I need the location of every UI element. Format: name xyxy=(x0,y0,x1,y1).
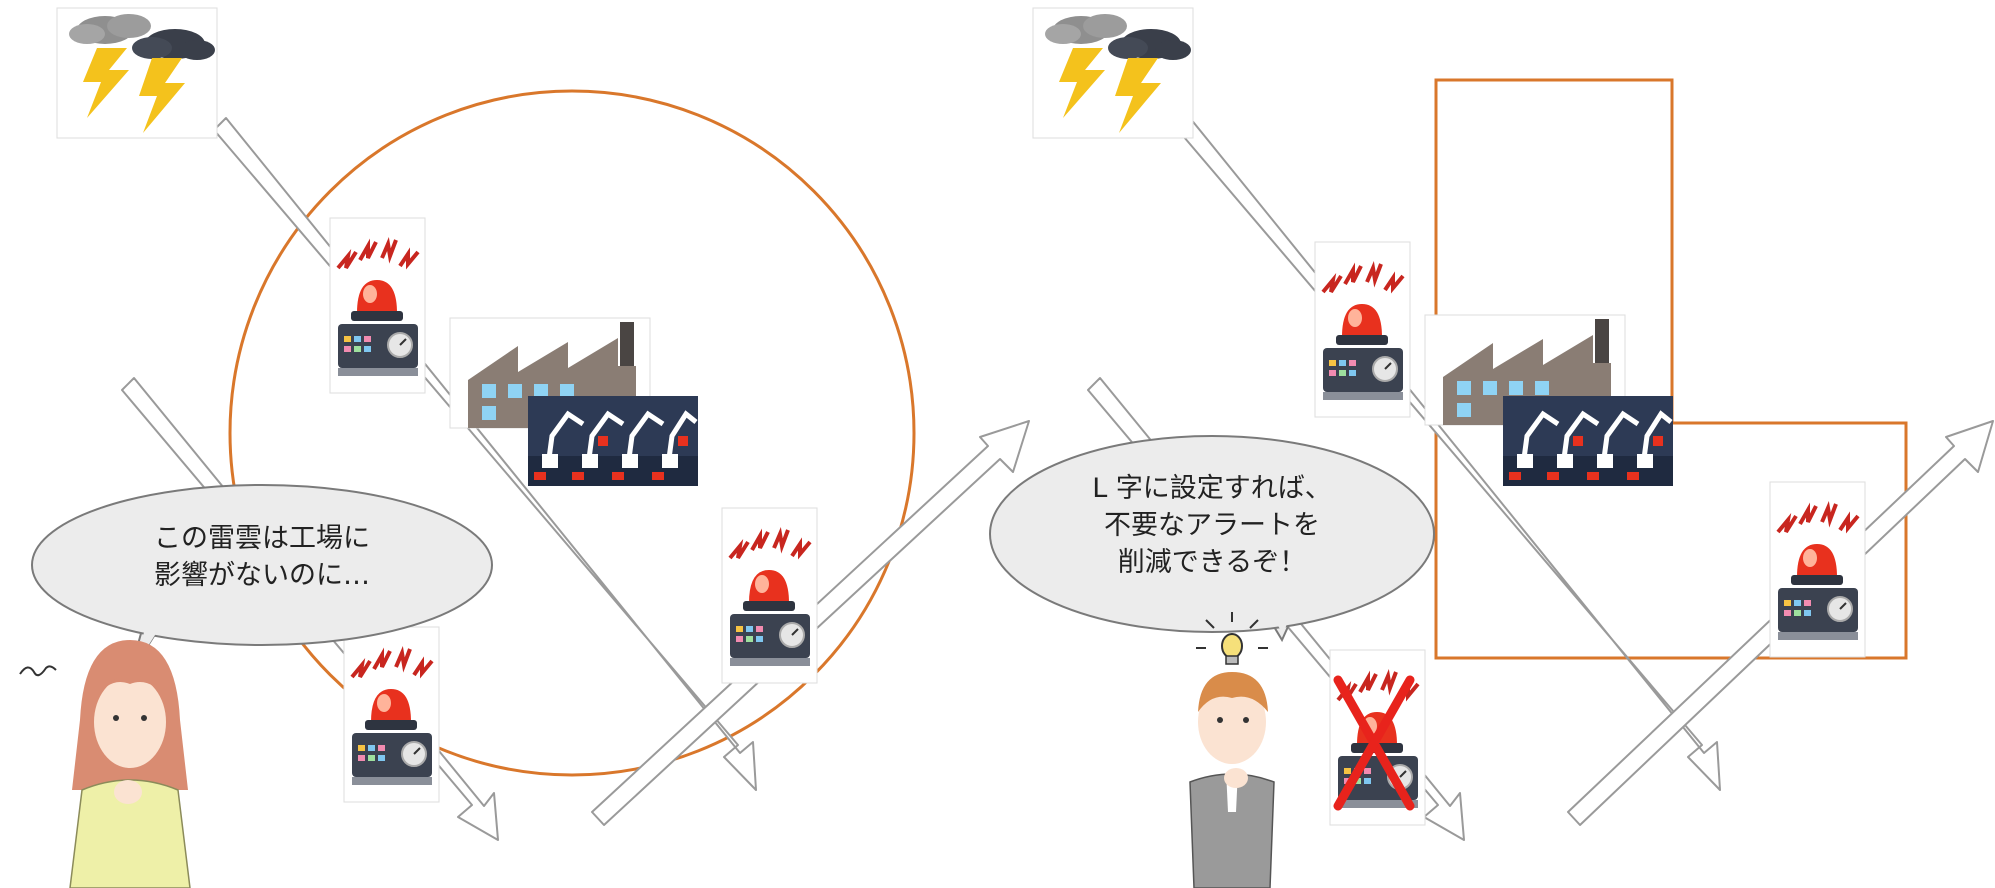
storm-path-arrow-4 xyxy=(1177,117,1721,791)
alarm-device-icon xyxy=(328,216,427,395)
thunderstorm-cloud-icon xyxy=(56,7,218,139)
speech-line: L 字に設定すれば、 xyxy=(1092,473,1332,504)
thinking-man-figure xyxy=(1189,672,1275,888)
circular-alert-area xyxy=(228,89,916,777)
robot-arm-line-icon xyxy=(528,396,698,486)
thunderstorm-cloud-icon xyxy=(1032,7,1194,139)
lightbulb-icon xyxy=(1196,612,1268,665)
alarm-device-icon xyxy=(342,625,441,804)
speech-line: この雷雲は工場に xyxy=(154,523,370,554)
alarm-device-icon xyxy=(720,506,819,685)
alarm-device-icon xyxy=(1313,240,1412,419)
speech-bubble-left xyxy=(31,484,493,675)
speech-bubble-right xyxy=(989,435,1435,643)
right-panel xyxy=(989,7,1994,888)
speech-line: 削減できるぞ！ xyxy=(1117,547,1307,578)
left-panel xyxy=(19,7,1030,888)
thinking-woman-figure xyxy=(19,640,191,888)
speech-line: 不要なアラートを xyxy=(1104,510,1320,541)
speech-bubble-left-text: この雷雲は工場に 影響がないのに… xyxy=(154,520,370,594)
robot-arm-line-icon xyxy=(1503,396,1673,486)
speech-line: 影響がないのに… xyxy=(154,560,370,591)
red-cross-icon xyxy=(1333,675,1415,811)
speech-bubble-right-text: L 字に設定すれば、 不要なアラートを 削減できるぞ！ xyxy=(1092,470,1332,581)
l-shaped-alert-area xyxy=(1434,78,1908,660)
alarm-device-icon xyxy=(1768,480,1867,659)
